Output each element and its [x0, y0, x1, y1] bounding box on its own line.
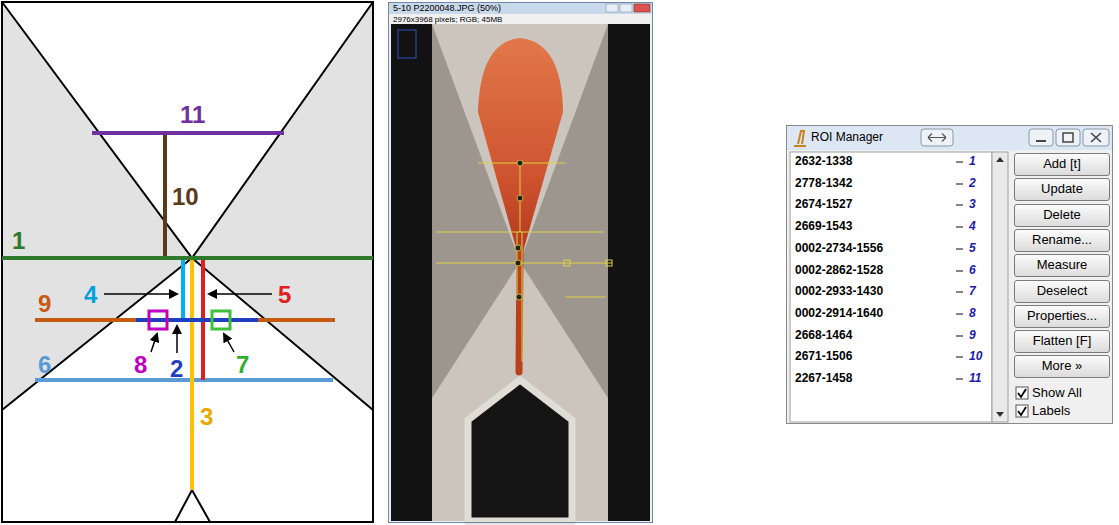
roi-index: 3	[969, 198, 976, 210]
button-label: Measure	[1037, 258, 1088, 273]
callout-number: 2	[170, 357, 183, 381]
callout-number: 6	[38, 353, 51, 377]
roi-name: 2668-1464	[795, 329, 852, 341]
callout-number: 8	[134, 353, 147, 377]
list-dash	[956, 335, 963, 336]
callout-number: 9	[38, 292, 51, 316]
roi-index: 10	[969, 350, 982, 362]
button: Update	[1014, 178, 1110, 201]
checkbox-label: Labels	[1032, 404, 1070, 417]
button-label: More »	[1042, 359, 1082, 374]
roi-manager-frame	[786, 125, 1113, 424]
image-window: 5-10 P2200048.JPG (50%) 2976x3968 pixels;…	[388, 2, 653, 523]
button-label: Flatten [F]	[1033, 334, 1092, 349]
callout-number: 4	[84, 283, 97, 307]
roi-name: 2674-1527	[795, 198, 852, 210]
button: Rename...	[1014, 229, 1110, 252]
callout-number: 5	[278, 283, 291, 307]
button-label: Update	[1041, 182, 1083, 197]
callout-number: 1	[12, 229, 25, 253]
list-dash	[956, 248, 963, 249]
photo-window	[388, 2, 653, 523]
roi-index: 5	[969, 242, 976, 254]
list-dash	[956, 183, 963, 184]
roi-index: 4	[969, 220, 976, 232]
roi-name: 2671-1506	[795, 350, 852, 362]
button-label: Rename...	[1032, 233, 1092, 248]
list-dash	[956, 356, 963, 357]
callout-number: 10	[172, 185, 199, 209]
roi-name: 2632-1338	[795, 155, 852, 167]
window-title: 5-10 P2200048.JPG (50%)	[393, 3, 501, 13]
callout-number: 3	[200, 405, 213, 429]
roi-name: 0002-2734-1556	[795, 242, 883, 254]
roi-name: 0002-2933-1430	[795, 285, 883, 297]
roi-name: 0002-2914-1640	[795, 307, 883, 319]
button: Deselect	[1014, 280, 1110, 303]
button: Delete	[1014, 204, 1110, 227]
window-title: 2976x3968 pixels; RGB; 45MB	[393, 15, 502, 24]
roi-index: 8	[969, 307, 976, 319]
roi-index: 1	[969, 155, 976, 167]
roi-name: 2778-1342	[795, 177, 852, 189]
list-dash	[956, 291, 963, 292]
roi-name: 0002-2862-1528	[795, 264, 883, 276]
list-dash	[956, 378, 963, 379]
list-dash	[956, 313, 963, 314]
list-dash	[956, 270, 963, 271]
button-label: Deselect	[1037, 284, 1088, 299]
roi-index: 11	[969, 372, 981, 384]
roi-index: 6	[969, 264, 976, 276]
roi-name: 2669-1543	[795, 220, 852, 232]
button: Properties...	[1014, 305, 1110, 328]
hourglass-diagram	[2, 2, 373, 522]
callout-number: 7	[236, 353, 249, 377]
callout-number: 11	[180, 103, 205, 127]
list-dash	[956, 226, 963, 227]
roi-name: 2267-1458	[795, 372, 852, 384]
button-label: Properties...	[1027, 309, 1097, 324]
list-dash	[956, 161, 963, 162]
button: More »	[1014, 355, 1110, 378]
button: Add [t]	[1014, 153, 1110, 176]
checkbox-label: Show All	[1032, 386, 1082, 399]
roi-index: 9	[969, 329, 976, 341]
window-title: ROI Manager	[811, 131, 883, 145]
roi-index: 7	[969, 285, 976, 297]
list-separators	[956, 162, 963, 379]
button-label: Add [t]	[1043, 157, 1081, 172]
list-dash	[956, 204, 963, 205]
roi-index: 2	[969, 177, 976, 189]
button: Measure	[1014, 254, 1110, 277]
button: Flatten [F]	[1014, 330, 1110, 353]
button-label: Delete	[1043, 208, 1081, 223]
